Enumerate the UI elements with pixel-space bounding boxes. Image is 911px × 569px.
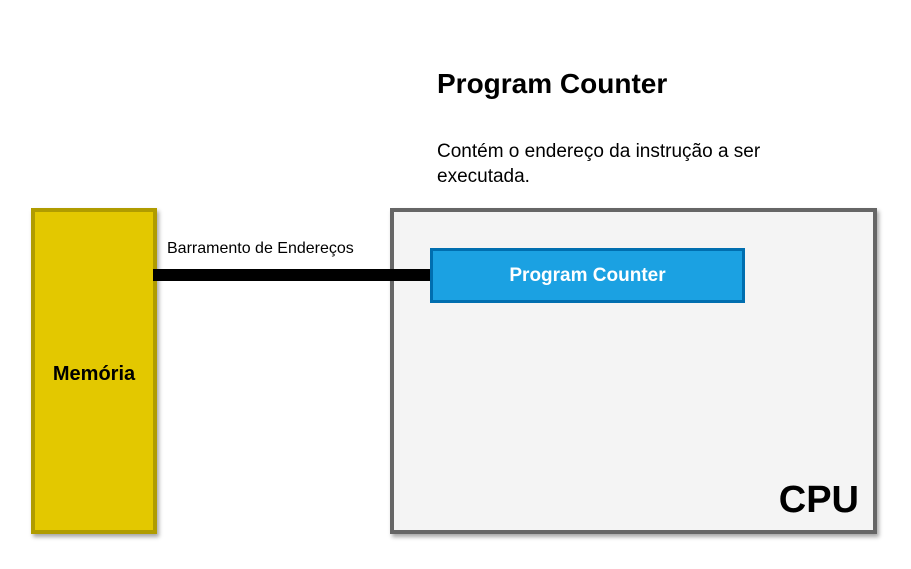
program-counter-label: Program Counter bbox=[509, 264, 666, 286]
memory-label: Memória bbox=[52, 362, 136, 385]
diagram-description: Contém o endereço da instrução a ser exe… bbox=[437, 141, 761, 187]
cpu-label: CPU bbox=[778, 479, 859, 521]
address-bus-line bbox=[153, 269, 431, 281]
diagram-title: Program Counter bbox=[437, 68, 668, 99]
memory-block: Memória bbox=[31, 208, 157, 534]
program-counter-register: Program Counter bbox=[430, 248, 745, 303]
address-bus-label: Barramento de Endereços bbox=[167, 240, 354, 257]
